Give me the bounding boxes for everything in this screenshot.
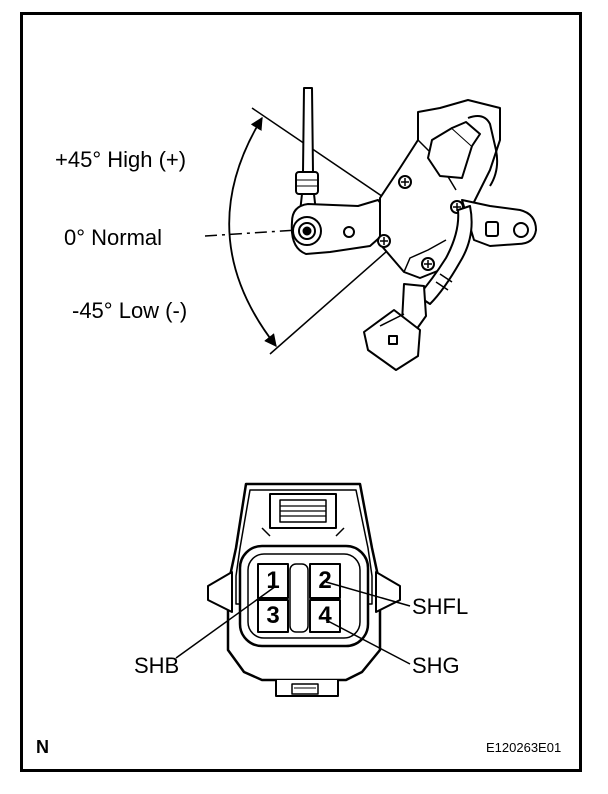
pin-cell-4 bbox=[309, 599, 341, 633]
height-sensor bbox=[290, 87, 537, 371]
mounting-bracket bbox=[461, 199, 537, 247]
figure-code: E120263E01 bbox=[486, 740, 562, 755]
normal-angle-label: 0° Normal bbox=[64, 225, 163, 250]
lower-harness-connector bbox=[363, 283, 427, 371]
upper-harness-connector bbox=[427, 115, 499, 187]
pin-number-1: 1 bbox=[266, 567, 280, 594]
terminal-label-shg: SHG bbox=[412, 653, 460, 678]
connector-latch bbox=[261, 493, 345, 537]
shfl-leader bbox=[325, 581, 411, 607]
pin-number-2: 2 bbox=[318, 567, 332, 594]
pin-number-3: 3 bbox=[266, 602, 280, 629]
center-key bbox=[289, 563, 309, 633]
connector-front-view bbox=[175, 482, 411, 697]
connector-bottom-tab bbox=[275, 680, 339, 697]
shg-leader bbox=[325, 619, 411, 665]
shb-leader bbox=[175, 585, 277, 659]
connector-cavity bbox=[238, 544, 370, 648]
pin-cell-2 bbox=[309, 563, 341, 599]
high-angle-label: +45° High (+) bbox=[55, 147, 187, 172]
low-angle-label: -45° Low (-) bbox=[72, 298, 188, 323]
pin-cell-1 bbox=[257, 563, 289, 599]
sensor-housing bbox=[379, 99, 501, 279]
pin-number-4: 4 bbox=[318, 602, 332, 629]
pin-cell-3 bbox=[257, 599, 289, 633]
view-marker: N bbox=[36, 737, 49, 757]
terminal-label-shb: SHB bbox=[134, 653, 180, 678]
angle-arc bbox=[228, 116, 277, 347]
terminal-label-shfl: SHFL bbox=[412, 594, 469, 619]
mounting-screws bbox=[377, 175, 464, 271]
